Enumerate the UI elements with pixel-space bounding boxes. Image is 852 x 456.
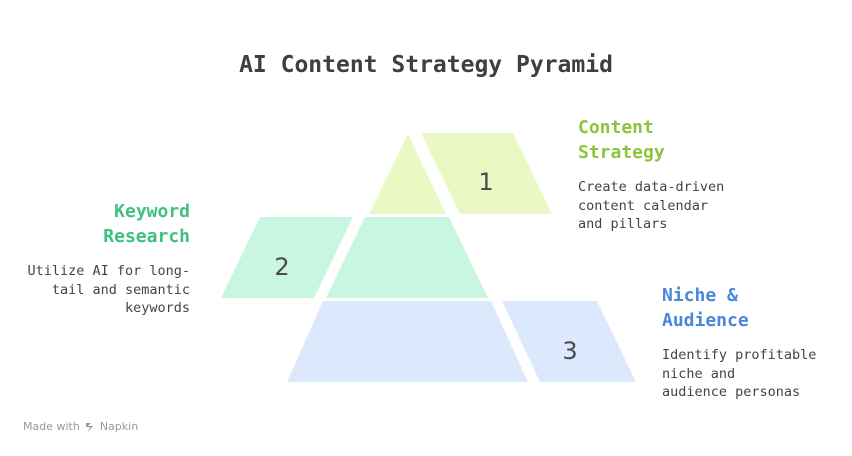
- tier-3-title: Niche & Audience: [662, 285, 749, 331]
- label-tab-tier-2: [221, 217, 353, 298]
- tier-1-description: Create data-driven content calendar and …: [578, 179, 725, 232]
- tier-2-number: 2: [274, 253, 290, 281]
- footer-prefix: Made with: [23, 420, 80, 433]
- pyramid-tier-3: [287, 301, 528, 382]
- label-tab-tier-1: [421, 133, 552, 214]
- pyramid-tier-1: [369, 134, 446, 214]
- made-with-napkin-footer[interactable]: Made with Napkin: [23, 420, 138, 433]
- label-tab-tier-3: [502, 301, 636, 382]
- tier-3-description: Identify profitable niche and audience p…: [662, 347, 817, 400]
- tier-1-title: Content Strategy: [578, 117, 665, 163]
- tier-2-title: Keyword Research: [103, 201, 190, 247]
- tier-3-number: 3: [562, 337, 578, 365]
- napkin-logo-icon: [85, 422, 93, 432]
- pyramid-tier-2: [326, 217, 488, 298]
- diagram-title: AI Content Strategy Pyramid: [239, 52, 613, 78]
- tier-1-number: 1: [478, 168, 494, 196]
- footer-brand: Napkin: [99, 420, 139, 433]
- tier-2-description: Utilize AI for long- tail and semantic k…: [27, 263, 190, 316]
